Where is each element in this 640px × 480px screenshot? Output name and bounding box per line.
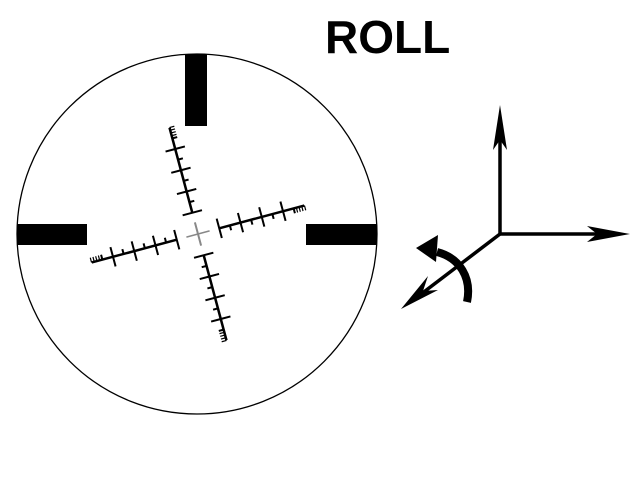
axis-triad <box>401 105 630 309</box>
reticle-tick <box>250 219 254 225</box>
reticle-tick <box>207 286 213 290</box>
reticle-tick <box>212 307 219 311</box>
center-cross-v <box>193 222 203 246</box>
reticle-tick <box>151 235 157 246</box>
reticle-fine-tick <box>89 257 93 263</box>
reticle-crosshair <box>89 125 307 343</box>
reticle-tick <box>215 218 223 239</box>
up-arrowhead-icon <box>493 105 507 150</box>
reticle-fine-tick <box>220 334 226 337</box>
reticle-tick <box>165 148 176 153</box>
reticle-tick <box>163 237 168 243</box>
reticle-fine-tick <box>303 205 307 211</box>
reticle-fine-tick <box>95 256 98 262</box>
reticle-fine-tick <box>219 331 225 335</box>
reticle-tick <box>193 251 214 259</box>
forward-arrowhead-icon <box>401 276 438 309</box>
right-arrowhead-icon <box>587 226 630 242</box>
reticle-tick <box>121 248 125 255</box>
reticle-tick <box>173 229 181 250</box>
reticle-tick <box>112 256 117 267</box>
reticle-tick <box>258 206 263 218</box>
reticle-fine-tick <box>295 207 299 213</box>
reticle-fine-tick <box>298 206 301 212</box>
reticle-tick <box>133 250 138 262</box>
reticle-fine-tick <box>97 255 101 261</box>
reticle-tick <box>180 166 191 172</box>
reticle-tick <box>170 169 182 174</box>
reticle-fine-tick <box>301 206 304 212</box>
reticle-tick <box>142 243 146 249</box>
reticle-tick <box>236 212 242 223</box>
reticle-tick <box>210 318 222 323</box>
reticle-fine-tick <box>92 256 95 262</box>
reticle-tick <box>172 136 178 140</box>
reticle-tick <box>199 275 210 281</box>
reticle-tick <box>205 296 216 302</box>
roll-arrowhead-icon <box>416 235 438 262</box>
reticle-tick <box>176 190 187 196</box>
reticle-tick <box>260 216 266 227</box>
reticle-tick <box>130 241 136 252</box>
reticle-tick <box>186 187 197 193</box>
right-post <box>306 224 377 245</box>
reticle-fine-tick <box>170 128 176 131</box>
reticle-tick <box>183 178 189 182</box>
reticle-fine-tick <box>170 131 176 134</box>
reticle-tick <box>279 201 284 212</box>
reticle-tick <box>239 222 245 233</box>
reticle-fine-tick <box>220 337 226 340</box>
diagram-title: ROLL <box>325 11 451 63</box>
reticle-tick <box>220 315 231 320</box>
reticle-tick <box>177 157 184 161</box>
reticle-tick <box>228 225 233 231</box>
reticle-fine-tick <box>169 125 175 129</box>
top-post <box>185 54 207 126</box>
reticle-tick <box>189 199 195 204</box>
reticle-tick <box>292 208 296 214</box>
reticle-tick <box>271 213 275 220</box>
reticle-tick <box>182 209 203 217</box>
left-post <box>17 224 87 245</box>
reticle-tick <box>100 254 104 260</box>
reticle-fine-tick <box>221 339 227 343</box>
reticle-tick <box>174 145 186 150</box>
reticle-tick <box>214 294 226 299</box>
scope-view <box>16 53 378 415</box>
reticle-fine-tick <box>171 133 177 137</box>
reticle-tick <box>109 246 114 258</box>
reticle-tick <box>209 272 220 278</box>
reticle-tick <box>201 264 207 269</box>
reticle-tick <box>282 210 287 222</box>
reticle-tick <box>154 245 160 256</box>
reticle-tick <box>218 328 224 332</box>
roll-rotation-arrow <box>435 248 473 303</box>
